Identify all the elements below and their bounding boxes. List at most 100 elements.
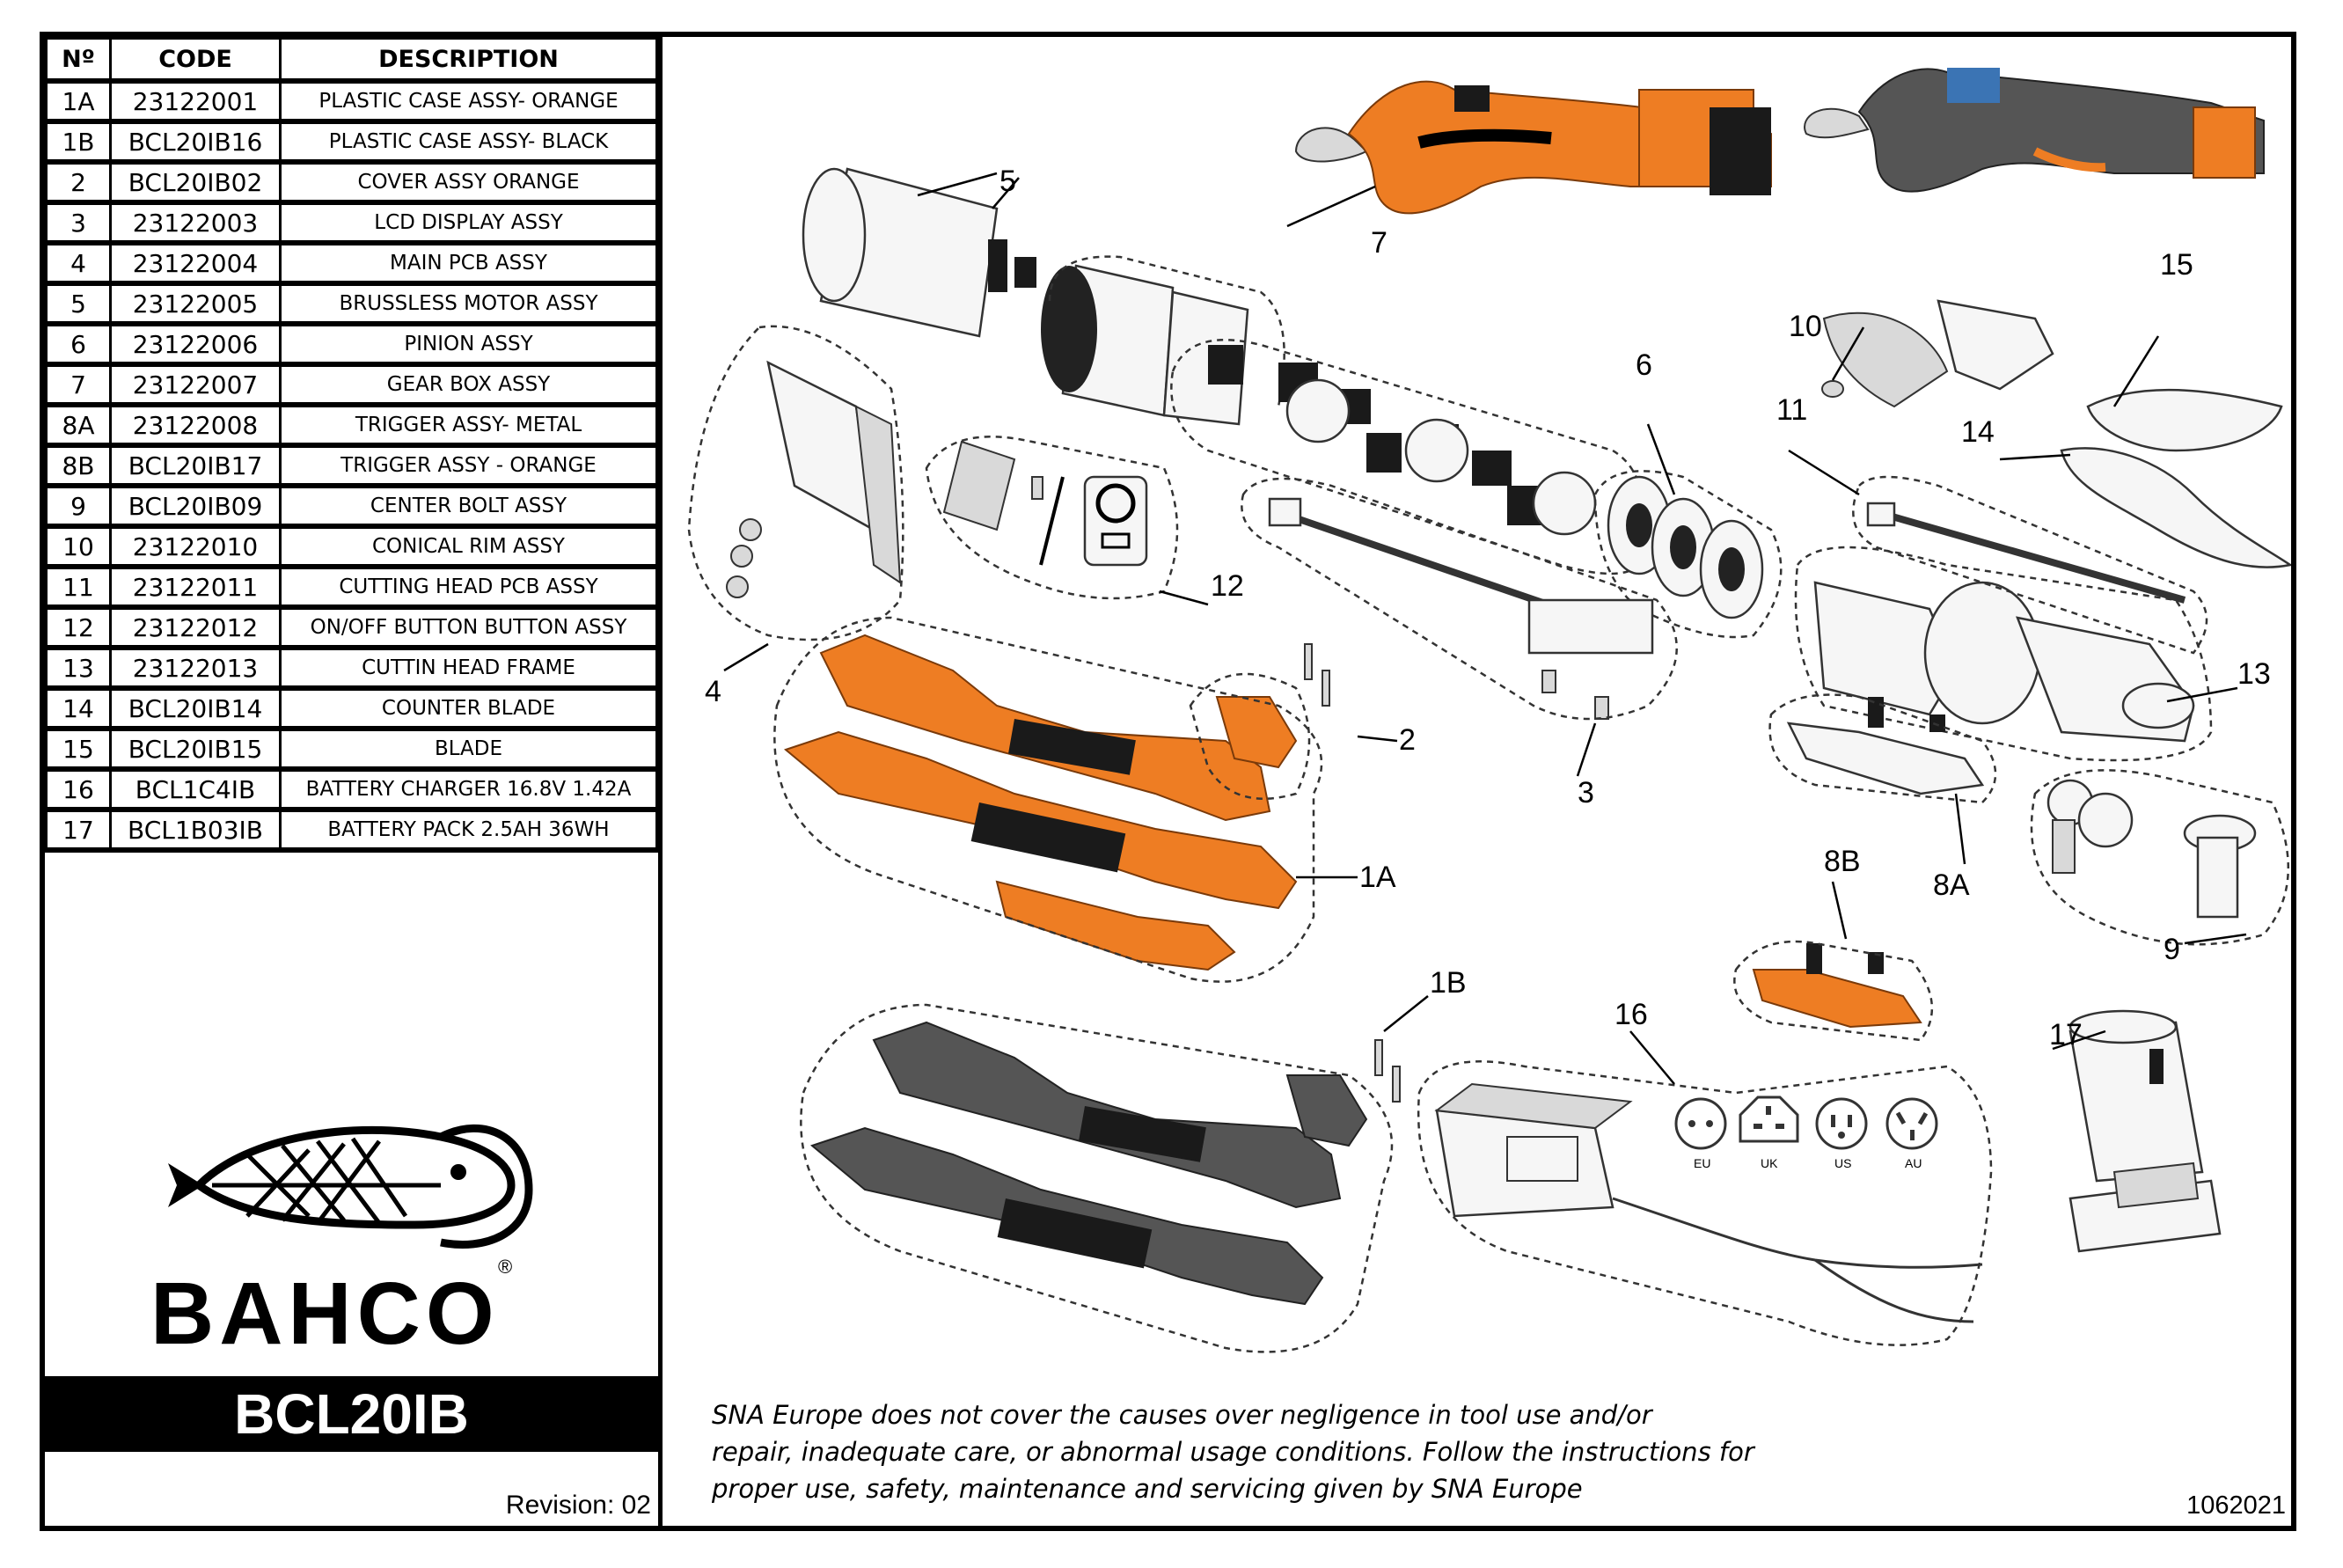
plug-types: EU UK US AU xyxy=(1674,1095,1938,1170)
part-1b-case-black xyxy=(800,1003,1401,1353)
document-number: 1062021 xyxy=(2186,1491,2286,1520)
cell-description: PINION ASSY xyxy=(279,322,658,366)
cell-description: TRIGGER ASSY - ORANGE xyxy=(279,443,658,487)
cell-no: 7 xyxy=(45,363,112,407)
exploded-view-diagram: EU UK US AU xyxy=(687,68,2291,1353)
pruner-orange-photo xyxy=(1294,80,1772,215)
plug-au-icon: AU xyxy=(1885,1097,1938,1170)
part-1a-case-orange xyxy=(773,616,1330,983)
part-8a-trigger-metal xyxy=(1768,693,1997,804)
header-code: CODE xyxy=(109,37,282,83)
fish-icon xyxy=(168,1124,533,1249)
plug-eu-icon: EU xyxy=(1674,1097,1727,1170)
revision-label: Revision: 02 xyxy=(505,1491,651,1520)
part-14-counter-blade xyxy=(2060,447,2291,568)
cell-description: CONICAL RIM ASSY xyxy=(279,524,658,568)
cell-code: BCL20IB16 xyxy=(109,120,282,164)
model-name: BCL20IB xyxy=(234,1382,469,1446)
part-10-conical-rim xyxy=(1821,299,2054,408)
cell-description: BRUSSLESS MOTOR ASSY xyxy=(279,282,658,326)
bahco-logo: BAHCO ® xyxy=(150,1124,533,1363)
table-header-row: Nº CODE DESCRIPTION xyxy=(45,37,658,83)
disclaimer-text: SNA Europe does not cover the causes ove… xyxy=(712,1396,1812,1507)
cell-description: ON/OFF BUTTON BUTTON ASSY xyxy=(279,605,658,649)
registered-mark: ® xyxy=(498,1256,512,1278)
cell-code: 23122003 xyxy=(109,201,282,245)
part-16-charger xyxy=(1417,1060,1993,1346)
plug-au-label: AU xyxy=(1905,1156,1922,1170)
cell-no: 12 xyxy=(45,605,112,649)
header-no: Nº xyxy=(45,37,112,83)
plug-uk-icon: UK xyxy=(1739,1095,1799,1170)
cell-no: 6 xyxy=(45,322,112,366)
part-3-lcd-display xyxy=(1241,477,1678,721)
cell-no: 9 xyxy=(45,484,112,528)
cell-no: 3 xyxy=(45,201,112,245)
callout-14: 14 xyxy=(1961,415,1995,449)
part-17-battery xyxy=(2068,1009,2222,1253)
callout-7: 7 xyxy=(1371,226,1387,260)
cell-no: 17 xyxy=(45,808,112,852)
part-9-center-bolt xyxy=(2030,769,2290,946)
cell-code: BCL20IB14 xyxy=(109,686,282,730)
cell-no: 16 xyxy=(45,767,112,811)
cell-no: 8A xyxy=(45,403,112,447)
callout-2: 2 xyxy=(1399,723,1416,757)
cell-description: PLASTIC CASE ASSY- ORANGE xyxy=(279,79,658,123)
part-11-cutting-head-pcb xyxy=(1852,475,2208,655)
cell-no: 5 xyxy=(45,282,112,326)
cell-no: 4 xyxy=(45,241,112,285)
callout-10: 10 xyxy=(1789,310,1822,343)
callout-labels: 5 7 10 15 6 11 14 12 13 2 4 3 1A 8B 8A 9… xyxy=(705,165,2271,1051)
cell-description: MAIN PCB ASSY xyxy=(279,241,658,285)
cell-code: 23122013 xyxy=(109,646,282,690)
callout-5: 5 xyxy=(999,165,1016,198)
cell-no: 2 xyxy=(45,160,112,204)
disclaimer-line: repair, inadequate care, or abnormal usa… xyxy=(712,1437,1754,1467)
cell-description: TRIGGER ASSY- METAL xyxy=(279,403,658,447)
callout-1a: 1A xyxy=(1359,861,1396,894)
part-4-main-pcb xyxy=(687,325,904,641)
cell-description: PLASTIC CASE ASSY- BLACK xyxy=(279,120,658,164)
cell-description: COVER ASSY ORANGE xyxy=(279,160,658,204)
cell-code: BCL1C4IB xyxy=(109,767,282,811)
part-15-blade xyxy=(2086,388,2283,452)
cell-code: 23122005 xyxy=(109,282,282,326)
cell-no: 1A xyxy=(45,79,112,123)
part-7-gearbox xyxy=(1041,255,1285,426)
cell-code: 23122010 xyxy=(109,524,282,568)
cell-code: 23122008 xyxy=(109,403,282,447)
callout-9: 9 xyxy=(2164,933,2180,966)
cell-no: 11 xyxy=(45,565,112,609)
cell-code: 23122004 xyxy=(109,241,282,285)
part-8b-trigger-orange xyxy=(1733,940,1934,1042)
cell-description: BATTERY PACK 2.5AH 36WH xyxy=(279,808,658,852)
part-13-cutting-head-frame xyxy=(1794,546,2213,762)
part-5-motor xyxy=(802,167,1036,338)
gear-cluster xyxy=(1170,339,1645,575)
plug-uk-label: UK xyxy=(1761,1156,1778,1170)
leader-lines xyxy=(723,172,2247,1085)
header-description: DESCRIPTION xyxy=(279,37,658,83)
cell-description: LCD DISPLAY ASSY xyxy=(279,201,658,245)
callout-16: 16 xyxy=(1614,998,1648,1031)
cell-code: BCL20IB17 xyxy=(109,443,282,487)
cell-code: 23122001 xyxy=(109,79,282,123)
plug-eu-label: EU xyxy=(1694,1156,1710,1170)
cell-no: 1B xyxy=(45,120,112,164)
part-6-pinion xyxy=(1593,470,1783,639)
pruner-black-photo xyxy=(1804,68,2265,193)
